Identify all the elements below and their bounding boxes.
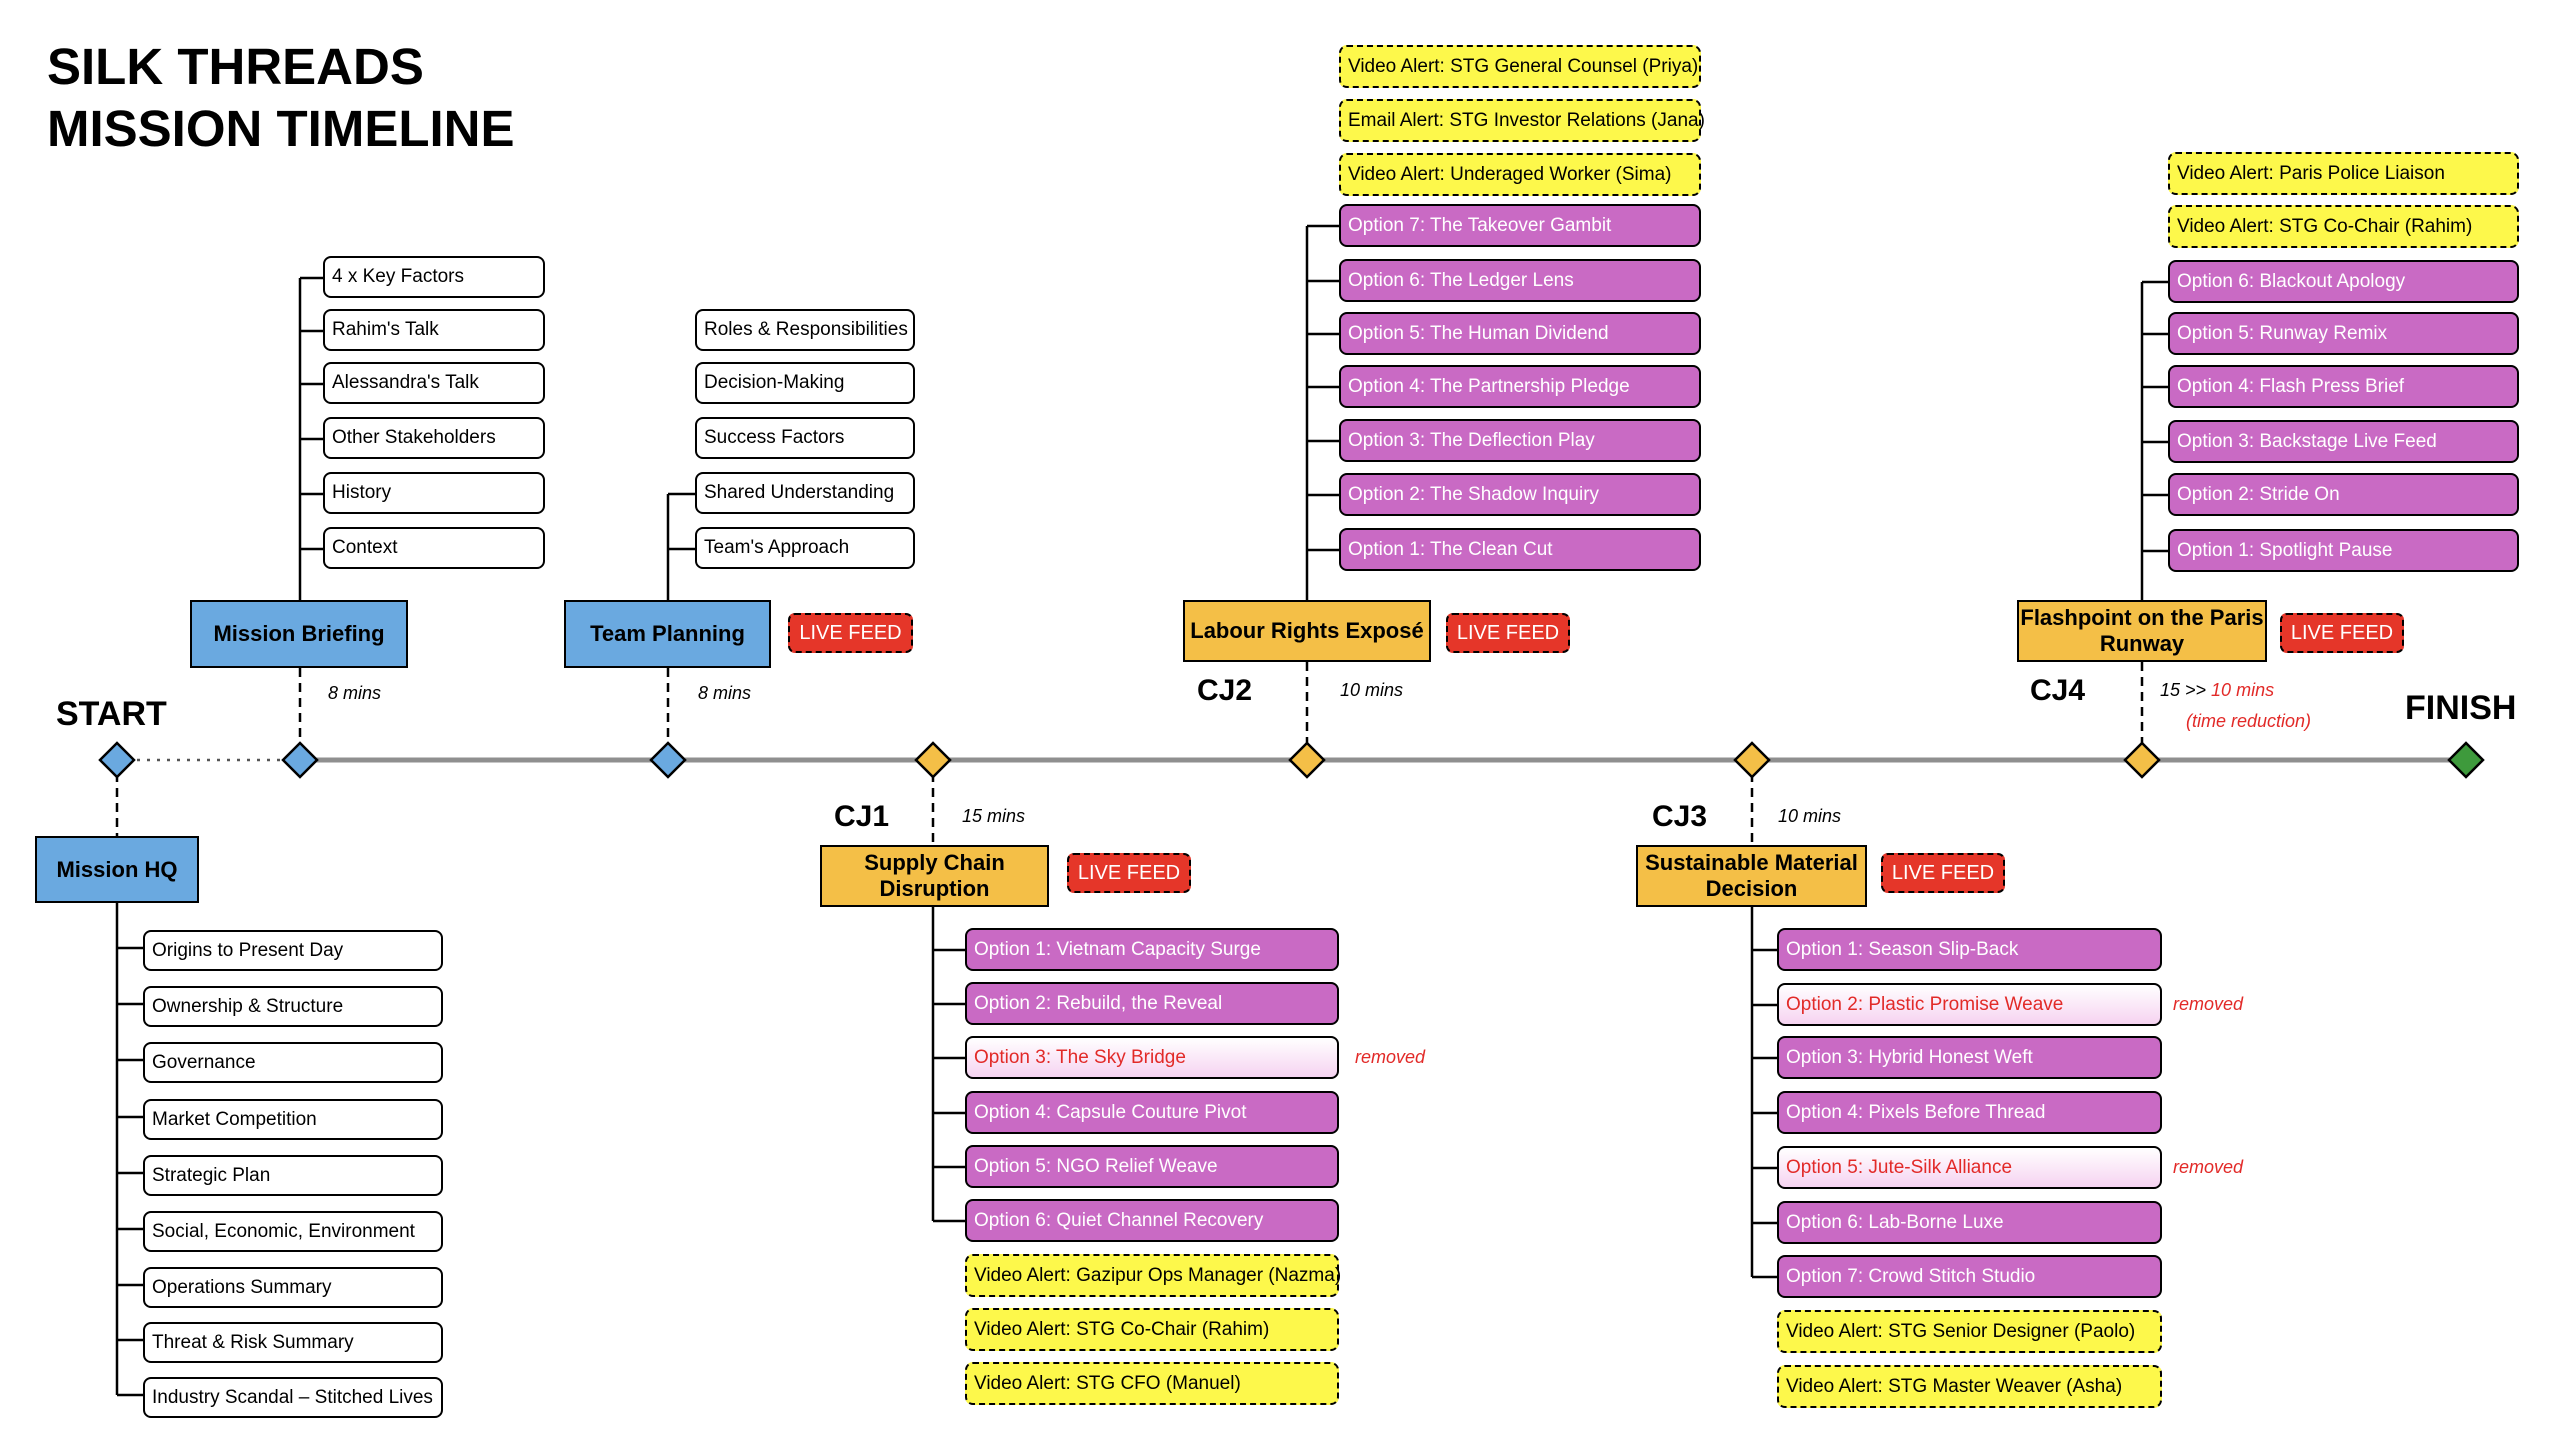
cj1-alert[interactable]: Video Alert: STG CFO (Manuel)	[965, 1362, 1339, 1405]
cj3-node[interactable]: Sustainable Material Decision	[1636, 845, 1867, 907]
mission-hq-node[interactable]: Mission HQ	[35, 836, 199, 903]
cj3-option[interactable]: Option 1: Season Slip-Back	[1777, 928, 2162, 971]
cj1-label: CJ1	[834, 800, 890, 833]
cj2-alert[interactable]: Video Alert: STG General Counsel (Priya)	[1339, 45, 1701, 88]
cj2-duration: 10 mins	[1340, 680, 1404, 700]
cj1-option[interactable]: Option 1: Vietnam Capacity Surge	[965, 928, 1339, 971]
start-diamond	[98, 741, 136, 779]
cj2-node[interactable]: Labour Rights Exposé	[1183, 600, 1431, 662]
cj1-option[interactable]: Option 6: Quiet Channel Recovery	[965, 1199, 1339, 1242]
briefing-duration: 8 mins	[328, 683, 382, 703]
cj4-alert[interactable]: Video Alert: STG Co-Chair (Rahim)	[2168, 205, 2519, 248]
cj2-option[interactable]: Option 4: The Partnership Pledge	[1339, 365, 1701, 408]
cj3-diamond	[1733, 741, 1771, 779]
cj3-option[interactable]: Option 2: Plastic Promise Weave	[1777, 983, 2162, 1026]
cj3-option[interactable]: Option 3: Hybrid Honest Weft	[1777, 1036, 2162, 1079]
planning-item[interactable]: Decision-Making	[695, 362, 915, 404]
cj3-removed-label: removed	[2173, 1157, 2244, 1177]
mission-hq-item[interactable]: Governance	[143, 1042, 443, 1083]
cj3-alert[interactable]: Video Alert: STG Senior Designer (Paolo)	[1777, 1310, 2162, 1353]
planning-item[interactable]: Shared Understanding	[695, 472, 915, 514]
cj4-live-feed[interactable]: LIVE FEED	[2280, 613, 2404, 653]
cj2-option[interactable]: Option 3: The Deflection Play	[1339, 419, 1701, 462]
mission-hq-item[interactable]: Operations Summary	[143, 1267, 443, 1308]
mission-hq-item[interactable]: Industry Scandal – Stitched Lives	[143, 1377, 443, 1418]
cj3-option[interactable]: Option 6: Lab-Borne Luxe	[1777, 1201, 2162, 1244]
team-planning-live-feed[interactable]: LIVE FEED	[788, 613, 913, 653]
team-planning-node[interactable]: Team Planning	[564, 600, 771, 668]
cj4-option[interactable]: Option 2: Stride On	[2168, 473, 2519, 516]
cj2-alert[interactable]: Video Alert: Underaged Worker (Sima)	[1339, 153, 1701, 196]
mission-briefing-node[interactable]: Mission Briefing	[190, 600, 408, 668]
briefing-item[interactable]: Other Stakeholders	[323, 417, 545, 459]
title-line-1: SILK THREADS	[47, 38, 424, 95]
cj2-option[interactable]: Option 5: The Human Dividend	[1339, 312, 1701, 355]
mission-hq-item[interactable]: Social, Economic, Environment	[143, 1211, 443, 1252]
cj4-option[interactable]: Option 5: Runway Remix	[2168, 312, 2519, 355]
mission-hq-item[interactable]: Threat & Risk Summary	[143, 1322, 443, 1363]
cj2-label: CJ2	[1197, 674, 1253, 707]
briefing-item[interactable]: Context	[323, 527, 545, 569]
cj3-option[interactable]: Option 7: Crowd Stitch Studio	[1777, 1255, 2162, 1298]
cj4-label: CJ4	[2030, 674, 2086, 707]
briefing-diamond	[281, 741, 319, 779]
cj1-diamond	[914, 741, 952, 779]
briefing-item[interactable]: Rahim's Talk	[323, 309, 545, 351]
cj1-node[interactable]: Supply Chain Disruption	[820, 845, 1049, 907]
cj1-alert[interactable]: Video Alert: STG Co-Chair (Rahim)	[965, 1308, 1339, 1351]
cj1-duration: 15 mins	[962, 806, 1026, 826]
mission-hq-item[interactable]: Market Competition	[143, 1099, 443, 1140]
start-label: START	[56, 695, 167, 733]
cj4-node[interactable]: Flashpoint on the Paris Runway	[2017, 600, 2267, 662]
planning-diamond	[649, 741, 687, 779]
briefing-item[interactable]: Alessandra's Talk	[323, 362, 545, 404]
cj3-removed-label: removed	[2173, 994, 2244, 1014]
cj3-option[interactable]: Option 4: Pixels Before Thread	[1777, 1091, 2162, 1134]
finish-diamond	[2447, 741, 2485, 779]
cj2-option[interactable]: Option 1: The Clean Cut	[1339, 528, 1701, 571]
cj3-option[interactable]: Option 5: Jute-Silk Alliance	[1777, 1146, 2162, 1189]
cj4-option[interactable]: Option 1: Spotlight Pause	[2168, 529, 2519, 572]
cj4-option[interactable]: Option 6: Blackout Apology	[2168, 260, 2519, 303]
cj2-live-feed[interactable]: LIVE FEED	[1446, 613, 1570, 653]
cj3-duration: 10 mins	[1778, 806, 1842, 826]
cj4-option[interactable]: Option 3: Backstage Live Feed	[2168, 420, 2519, 463]
cj2-diamond	[1288, 741, 1326, 779]
briefing-item[interactable]: 4 x Key Factors	[323, 256, 545, 298]
cj1-alert[interactable]: Video Alert: Gazipur Ops Manager (Nazma)	[965, 1254, 1341, 1297]
planning-item[interactable]: Roles & Responsibilities	[695, 309, 915, 351]
planning-item[interactable]: Success Factors	[695, 417, 915, 459]
cj4-duration-original: 15 >>	[2160, 680, 2212, 700]
cj1-removed-label: removed	[1355, 1047, 1426, 1067]
cj2-option[interactable]: Option 6: The Ledger Lens	[1339, 259, 1701, 302]
cj1-live-feed[interactable]: LIVE FEED	[1067, 853, 1191, 893]
finish-label: FINISH	[2405, 689, 2517, 727]
mission-hq-item[interactable]: Origins to Present Day	[143, 930, 443, 971]
cj3-label: CJ3	[1652, 800, 1708, 833]
cj1-option[interactable]: Option 2: Rebuild, the Reveal	[965, 982, 1339, 1025]
cj3-live-feed[interactable]: LIVE FEED	[1881, 853, 2005, 893]
cj1-option[interactable]: Option 5: NGO Relief Weave	[965, 1145, 1339, 1188]
cj4-time-reduction-note: (time reduction)	[2186, 711, 2312, 731]
cj4-diamond	[2123, 741, 2161, 779]
cj1-option[interactable]: Option 4: Capsule Couture Pivot	[965, 1091, 1339, 1134]
mission-hq-item[interactable]: Ownership & Structure	[143, 986, 443, 1027]
title-line-2: MISSION TIMELINE	[47, 100, 515, 157]
cj4-alert[interactable]: Video Alert: Paris Police Liaison	[2168, 152, 2519, 195]
cj2-alert[interactable]: Email Alert: STG Investor Relations (Jan…	[1339, 99, 1705, 142]
planning-duration: 8 mins	[698, 683, 752, 703]
planning-item[interactable]: Team's Approach	[695, 527, 915, 569]
cj2-option[interactable]: Option 7: The Takeover Gambit	[1339, 204, 1701, 247]
cj4-option[interactable]: Option 4: Flash Press Brief	[2168, 365, 2519, 408]
cj2-option[interactable]: Option 2: The Shadow Inquiry	[1339, 473, 1701, 516]
cj4-duration: 15 >> 10 mins	[2160, 680, 2274, 701]
cj1-option[interactable]: Option 3: The Sky Bridge	[965, 1036, 1339, 1079]
page-title: SILK THREADS MISSION TIMELINE	[47, 36, 515, 160]
cj4-duration-new: 10 mins	[2211, 680, 2275, 700]
cj3-alert[interactable]: Video Alert: STG Master Weaver (Asha)	[1777, 1365, 2162, 1408]
briefing-item[interactable]: History	[323, 472, 545, 514]
mission-hq-item[interactable]: Strategic Plan	[143, 1155, 443, 1196]
